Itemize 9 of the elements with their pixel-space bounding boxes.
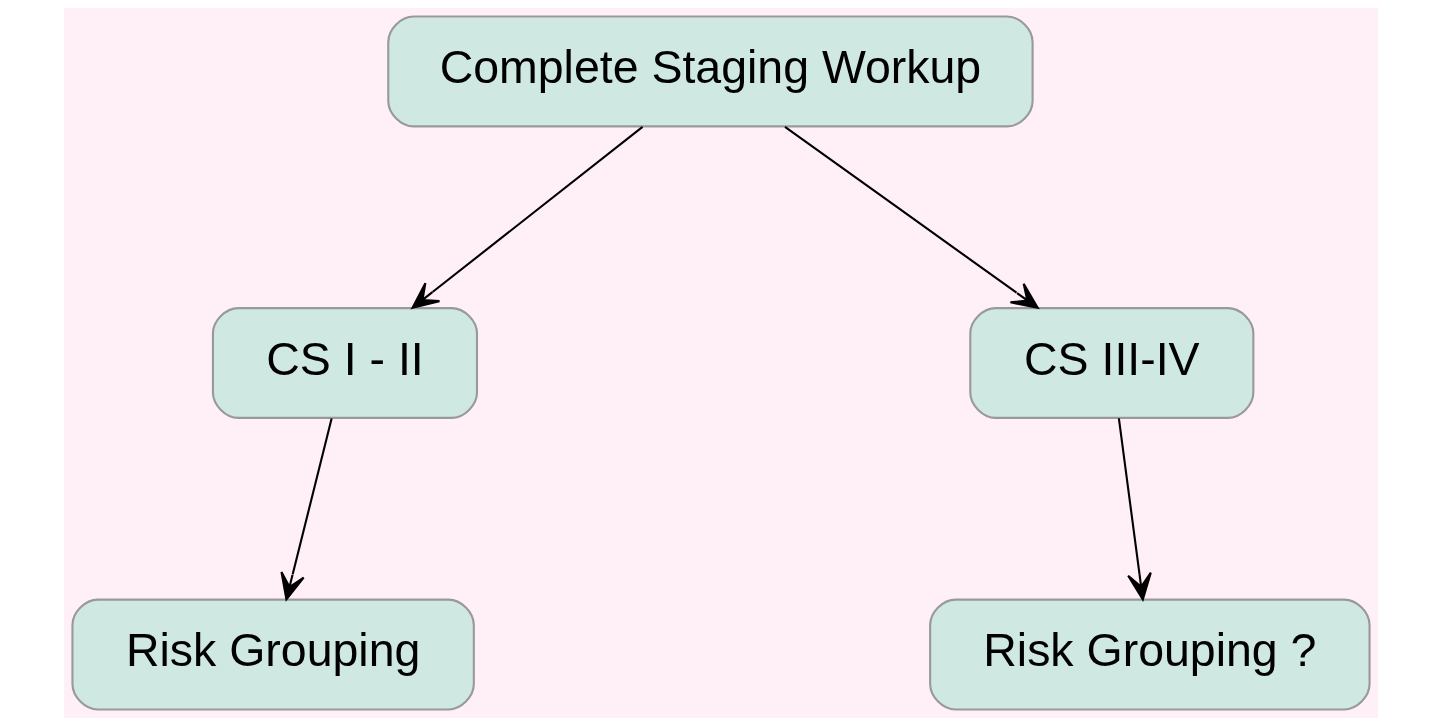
node-box: CS III-IV [968,307,1254,419]
arrow [279,418,333,601]
arrow [1117,418,1152,601]
node-box: Risk Grouping [70,598,475,711]
node-box: CS I - II [211,307,478,419]
arrow [410,126,643,309]
node-box: Risk Grouping ? [928,598,1371,711]
node-box: Complete Staging Workup [386,15,1034,128]
arrow [783,126,1039,309]
